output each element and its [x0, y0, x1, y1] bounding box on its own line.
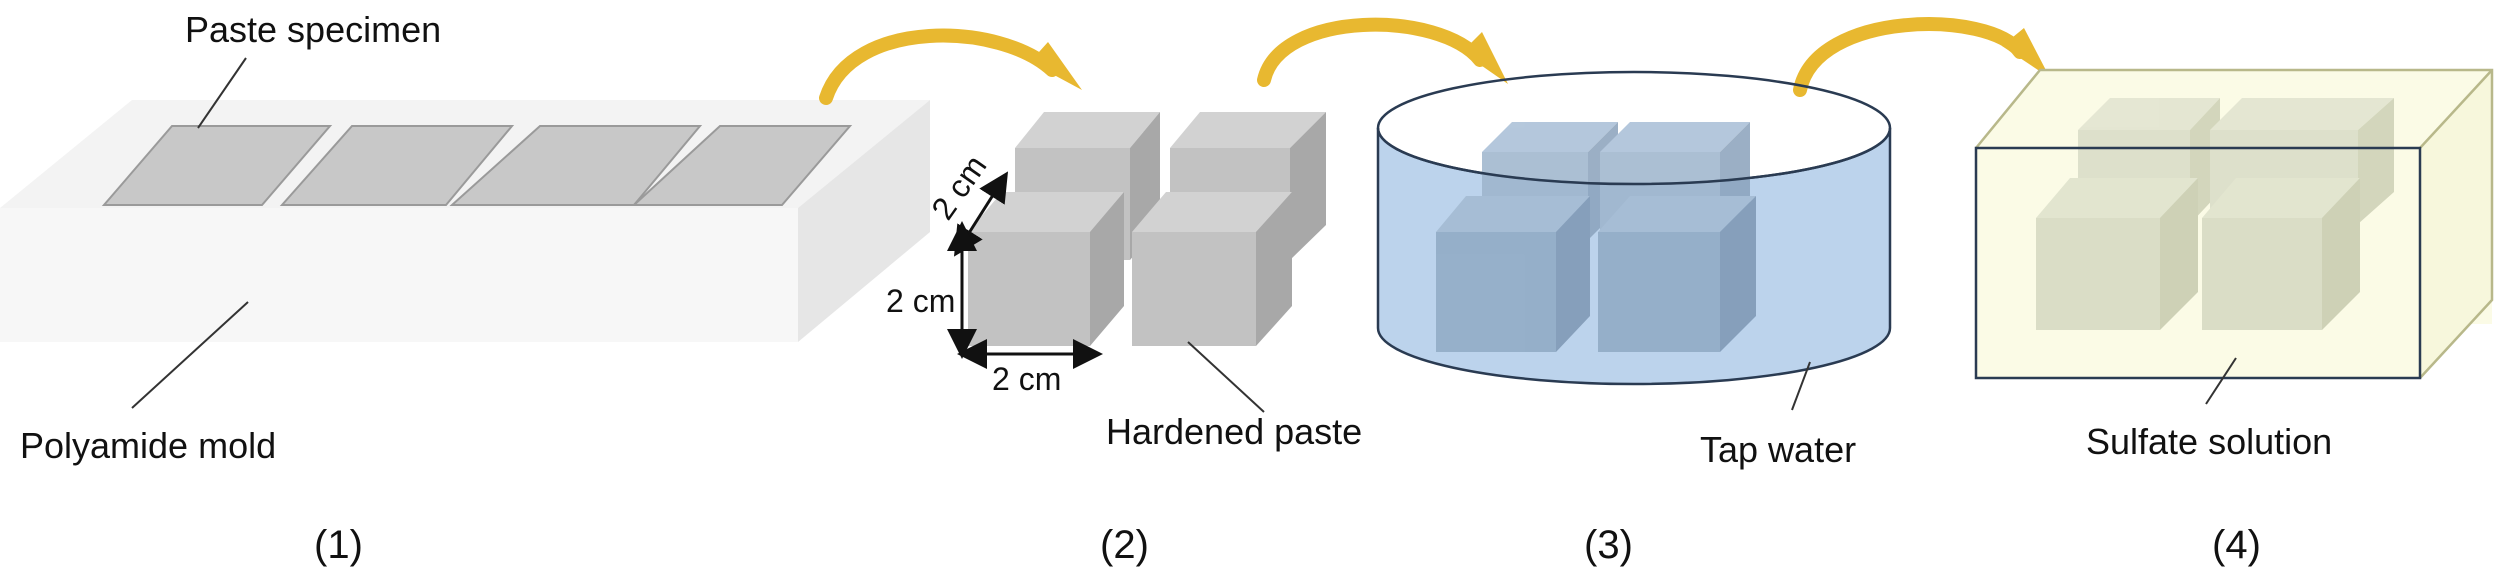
cube-front-right — [1132, 192, 1292, 346]
transfer-arrow-3 — [1793, 17, 2050, 97]
step-label-2: (2) — [1100, 523, 1149, 567]
sulfate-solution-tank — [1974, 68, 2494, 380]
submerged-cubes — [1436, 122, 1756, 352]
leader-line-paste-specimen — [197, 57, 247, 129]
cube-front-left — [968, 192, 1124, 346]
mold-side-face — [798, 100, 930, 342]
tank-side-face — [2420, 70, 2492, 378]
mold-slot-1 — [101, 125, 333, 206]
leader-line-sulfate-solution — [2205, 357, 2237, 405]
transfer-arrow-2 — [1257, 17, 1508, 87]
hardened-paste-cubes — [968, 112, 1326, 346]
leader-line-polyamide-mold — [131, 301, 249, 409]
dimension-label-height: 2 cm — [886, 283, 955, 319]
mold-slot-2 — [279, 125, 515, 206]
label-polyamide-mold: Polyamide mold — [20, 425, 276, 466]
container-rim — [1376, 70, 1892, 186]
leader-line-tap-water — [1791, 361, 1811, 411]
step-label-1: (1) — [314, 523, 363, 567]
label-paste-specimen: Paste specimen — [185, 9, 441, 50]
label-hardened-paste: Hardened paste — [1106, 411, 1362, 452]
immersed-cubes — [2036, 98, 2394, 330]
label-sulfate-solution: Sulfate solution — [2086, 421, 2332, 462]
polyamide-mold — [0, 100, 930, 342]
mold-front-face — [0, 208, 798, 342]
tap-water-container — [1376, 70, 1892, 386]
leader-line-hardened-paste — [1187, 341, 1265, 413]
mold-slot-4 — [631, 125, 853, 206]
tank-edges — [1974, 68, 2494, 380]
step-label-4: (4) — [2212, 523, 2261, 567]
label-tap-water: Tap water — [1700, 429, 1856, 470]
transfer-arrow-1 — [819, 28, 1082, 105]
step-label-3: (3) — [1584, 523, 1633, 567]
dimension-label-width: 2 cm — [992, 361, 1061, 397]
